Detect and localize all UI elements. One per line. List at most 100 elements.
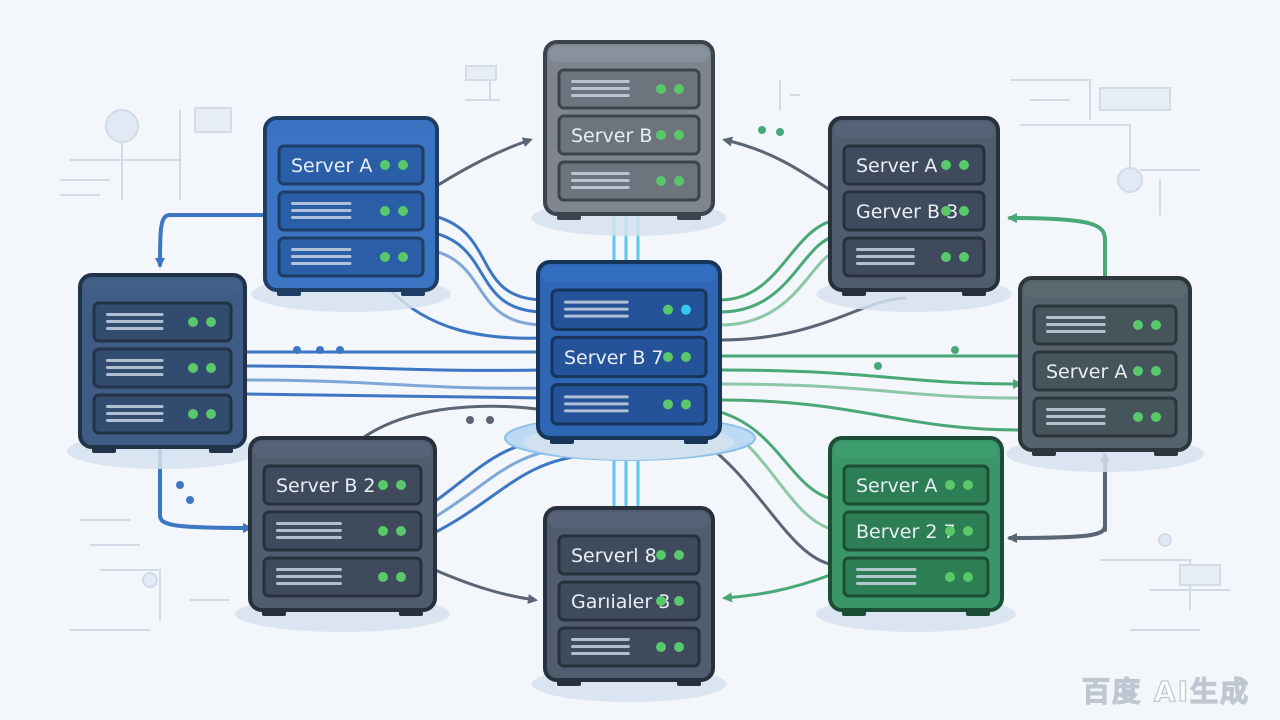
vent-bar [571, 94, 630, 97]
server-slot [277, 190, 425, 232]
vent-bar [106, 327, 164, 330]
connection-line [718, 218, 837, 302]
background-decoration [60, 65, 1230, 631]
status-led [378, 526, 388, 536]
vent-bar [291, 262, 352, 265]
status-led [380, 160, 390, 170]
vent-bar [1046, 415, 1106, 418]
watermark: 百度 AI生成 [1082, 674, 1250, 708]
server-slot [92, 347, 233, 389]
vent-bar [856, 248, 915, 251]
connection-line [1007, 213, 1107, 277]
status-led [188, 363, 198, 373]
server-top-left[interactable]: Server A [251, 116, 451, 312]
status-led [206, 363, 216, 373]
vent-bar [564, 409, 629, 413]
connection-line [718, 410, 837, 502]
slot-panel [842, 510, 990, 552]
server-slot [557, 626, 701, 668]
status-led [674, 130, 684, 140]
vent-bar [564, 307, 629, 311]
server-label: Server B [571, 125, 652, 147]
status-led [1133, 366, 1143, 376]
status-led [1133, 320, 1143, 330]
server-slot [262, 556, 423, 598]
server-slot: Garıialer 3 [557, 580, 701, 622]
vent-bar [1046, 330, 1106, 333]
vent-bar [564, 314, 629, 318]
server-label: Serverl 8 [571, 545, 657, 567]
slot-panel [557, 114, 701, 156]
connector-dot [758, 126, 766, 134]
status-led [656, 550, 666, 560]
server-right[interactable]: Server A [1006, 276, 1204, 472]
connection-line [158, 448, 253, 533]
server-label: Berver 2 7 [856, 521, 956, 543]
connection-line [243, 392, 547, 400]
server-label: Gerver B 3 [856, 201, 958, 223]
slot-panel [557, 580, 701, 622]
status-led [681, 304, 691, 315]
vent-bar [856, 262, 915, 265]
status-led [945, 526, 955, 536]
status-led [188, 317, 198, 327]
vent-bar [106, 366, 164, 369]
server-bottom-left[interactable]: Server B 2 [235, 436, 450, 632]
server-center[interactable]: Server B 7 [523, 260, 735, 460]
vent-bar [856, 568, 917, 571]
server-top-center[interactable]: Server B [531, 40, 727, 236]
status-led [206, 409, 216, 419]
vent-bar [276, 536, 342, 539]
server-top-bevel [1024, 282, 1186, 298]
status-led [378, 480, 388, 490]
slot-panel [550, 383, 708, 426]
server-bottom-center[interactable]: Serverl 8 Garıialer 3 [531, 506, 727, 702]
connection-line [428, 248, 547, 327]
connector-dot [176, 481, 184, 489]
status-led [398, 252, 408, 262]
server-bottom-right[interactable]: Server A Berver 2 7 [816, 436, 1016, 632]
status-led [656, 84, 666, 94]
server-top-bevel [254, 442, 431, 458]
status-led [963, 572, 973, 582]
server-left[interactable] [66, 273, 259, 469]
status-led [380, 206, 390, 216]
server-top-right[interactable]: Server A Gerver B 3 [816, 116, 1012, 312]
connection-line [428, 453, 592, 537]
status-led [398, 160, 408, 170]
status-led [963, 480, 973, 490]
vent-bar [1046, 408, 1106, 411]
vent-bar [564, 402, 629, 406]
vent-bar [564, 300, 629, 304]
vent-bar [106, 405, 164, 408]
status-led [963, 526, 973, 536]
slot-panel [550, 335, 708, 379]
connection-line [722, 136, 832, 192]
status-led [396, 480, 406, 490]
server-label: Server A [856, 475, 937, 497]
server-slot: Serverl 8 [557, 534, 701, 576]
server-slot [842, 556, 990, 598]
status-led [656, 642, 666, 652]
connection-line [433, 568, 538, 604]
connection-line [722, 573, 832, 603]
connection-line [718, 234, 837, 314]
connection-line [428, 137, 533, 192]
server-slot: Server A [842, 144, 986, 186]
slot-panel [550, 288, 708, 331]
vent-bar [291, 255, 352, 258]
slot-panel [557, 534, 701, 576]
server-slot [557, 68, 701, 110]
connector-dot [336, 346, 344, 354]
server-label: Server A [856, 155, 937, 177]
status-led [681, 352, 691, 362]
server-top-bevel [549, 46, 709, 62]
status-led [674, 550, 684, 560]
vent-bar [276, 529, 342, 532]
status-led [959, 252, 969, 262]
status-led [663, 304, 673, 315]
status-led [674, 176, 684, 186]
server-label: Server B 7 [564, 347, 664, 369]
